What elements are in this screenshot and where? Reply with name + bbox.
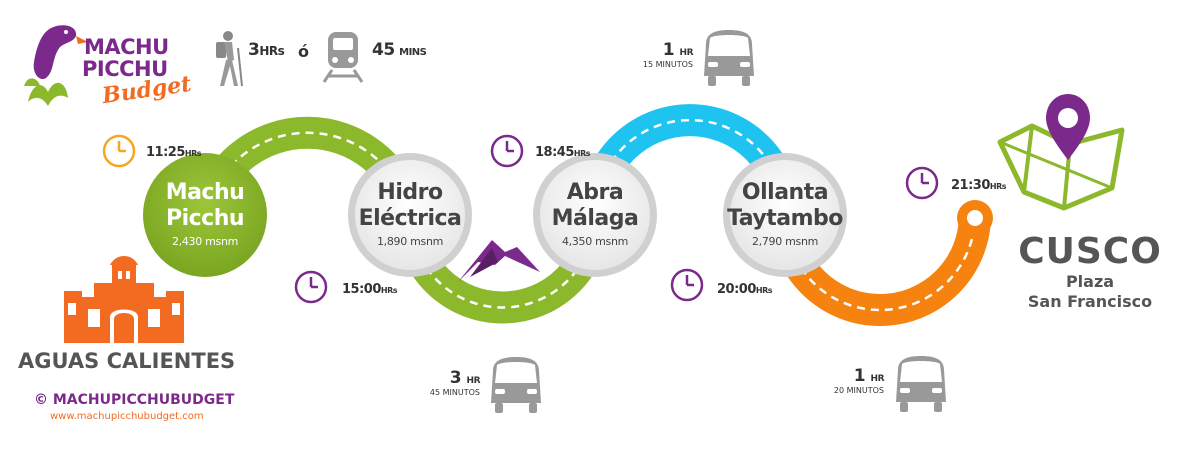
walk-value: 3 (248, 40, 260, 60)
time-1: 11:25HRs (146, 145, 202, 160)
van-icon (896, 356, 946, 412)
duration-3: 1 HR 20 MINUTOS (820, 366, 885, 395)
time-unit: HRs (755, 286, 773, 295)
duration-2: 1 HR 15 MINUTOS (633, 40, 694, 69)
time-3: 18:45HRs (535, 145, 591, 160)
clock-icon (102, 134, 136, 168)
time-value: 11:25 (146, 145, 185, 160)
map-pin-icon (997, 94, 1125, 211)
clock-icon (670, 268, 704, 302)
node-altitude: 4,350 msnm (561, 235, 629, 248)
hiker-icon (216, 31, 243, 87)
node-name-line1: Abra (566, 180, 624, 205)
time-4: 20:00HRs (717, 282, 773, 297)
node-name-line2: Picchu (165, 206, 245, 231)
walk-unit: HRs (259, 44, 285, 58)
duration-1: 3 HR 45 MINUTOS (415, 368, 481, 397)
node-machu-picchu: Machu Picchu 2,430 msnm (143, 180, 267, 248)
clock-icon (490, 134, 524, 168)
brand-line2: PICCHU (82, 57, 168, 81)
condor-logo-icon (24, 25, 88, 106)
duration-hour-unit: HR (679, 48, 694, 58)
node-circle-machu-picchu (143, 153, 267, 277)
time-unit: HRs (573, 149, 591, 158)
node-ollanta: Ollanta Taytambo 2,790 msnm (723, 180, 847, 248)
time-unit: HRs (989, 182, 1007, 191)
duration-hour-unit: HR (466, 376, 481, 386)
node-name-line2: Taytambo (727, 206, 843, 231)
track-end-marker (967, 210, 983, 226)
node-name-line2: Málaga (551, 206, 639, 231)
time-unit: HRs (380, 286, 398, 295)
time-value: 20:00 (717, 282, 756, 297)
or-word: ó (298, 42, 309, 61)
train-icon (322, 32, 364, 83)
clock-icon (905, 166, 939, 200)
duration-minutes: 15 MINUTOS (642, 60, 693, 69)
footer-website[interactable]: www.machupicchubudget.com (50, 411, 204, 422)
time-2: 15:00HRs (342, 282, 398, 297)
duration-hours: 1 (662, 40, 675, 60)
node-inner-abra (540, 160, 650, 270)
time-value: 18:45 (535, 145, 574, 160)
node-name-line2: Eléctrica (358, 206, 462, 231)
node-altitude: 1,890 msnm (376, 235, 444, 248)
node-altitude: 2,430 msnm (171, 235, 239, 248)
node-altitude: 2,790 msnm (751, 235, 819, 248)
time-value: 15:00 (342, 282, 381, 297)
brand-logo: MACHU PICCHU Budget (18, 18, 198, 113)
time-unit: HRs (184, 149, 202, 158)
node-inner-hidro (355, 160, 465, 270)
node-name-line1: Ollanta (741, 180, 829, 205)
brand-line1: MACHU (84, 35, 169, 59)
node-abra: Abra Málaga 4,350 msnm (533, 180, 657, 248)
van-icon (704, 30, 754, 86)
walk-duration: 3HRs (248, 40, 285, 60)
destination: CUSCO Plaza San Francisco (1000, 232, 1180, 312)
time-value: 21:30 (951, 178, 990, 193)
node-name-line1: Machu (165, 180, 245, 205)
node-name-line1: Hidro (377, 180, 443, 205)
train-value: 45 (372, 40, 395, 60)
node-hidro: Hidro Eléctrica 1,890 msnm (348, 180, 472, 248)
destination-city: CUSCO (1018, 231, 1162, 272)
clock-icon (294, 270, 328, 304)
node-inner-ollanta (730, 160, 840, 270)
mountain-icon (458, 240, 540, 282)
duration-minutes: 45 MINUTOS (429, 388, 480, 397)
duration-hours: 1 (853, 366, 866, 386)
time-5: 21:30HRs (951, 178, 1007, 193)
duration-minutes: 20 MINUTOS (833, 386, 884, 395)
duration-hour-unit: HR (870, 374, 885, 384)
church-icon (64, 256, 184, 343)
van-icon (491, 357, 541, 413)
origin-label: AGUAS CALIENTES (18, 349, 236, 373)
footer-copyright: © MACHUPICCHUBUDGET (34, 392, 235, 408)
destination-place-line1: Plaza (1065, 272, 1115, 291)
train-duration: 45 MINS (372, 40, 427, 60)
destination-place-line2: San Francisco (1027, 292, 1153, 311)
duration-hours: 3 (449, 368, 462, 388)
train-unit: MINS (399, 47, 427, 58)
